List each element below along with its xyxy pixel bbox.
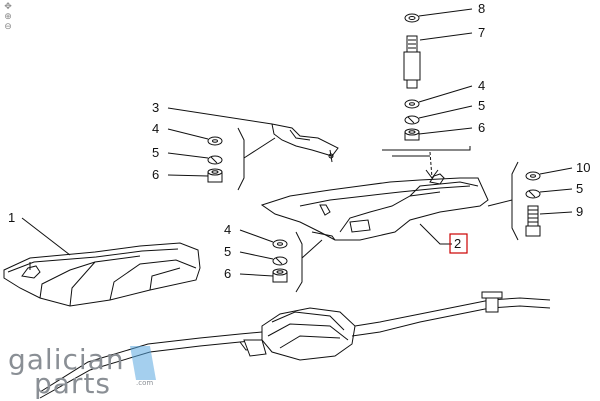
- nut-part-6-left[interactable]: [207, 168, 223, 183]
- lock-washer-part-5-top[interactable]: [404, 115, 420, 125]
- callout-7[interactable]: 7: [478, 25, 485, 40]
- lock-washer-part-5-right[interactable]: [525, 189, 541, 199]
- callout-5-left[interactable]: 5: [152, 145, 159, 160]
- callout-1[interactable]: 1: [8, 210, 15, 225]
- bolt-part-9[interactable]: [525, 205, 541, 237]
- washer-part-4-top[interactable]: [404, 99, 420, 109]
- part-2-highlight-box: [449, 233, 468, 254]
- lock-washer-part-5-left[interactable]: [207, 155, 223, 165]
- nut-part-6-top[interactable]: [404, 128, 420, 141]
- bracket-part-3[interactable]: [271, 123, 339, 163]
- zoom-out-icon[interactable]: ⊖: [4, 22, 12, 32]
- callout-5-right[interactable]: 5: [576, 181, 583, 196]
- nut-part-8-top[interactable]: [404, 13, 420, 23]
- logo-accent-shape: [130, 346, 156, 380]
- callout-8[interactable]: 8: [478, 1, 485, 16]
- heat-shield-part-1[interactable]: [3, 242, 201, 307]
- callout-5-low[interactable]: 5: [224, 244, 231, 259]
- site-logo[interactable]: galician parts .com: [8, 343, 178, 400]
- washer-part-4-left[interactable]: [207, 136, 223, 146]
- lock-washer-part-5-low[interactable]: [272, 256, 288, 266]
- callout-4-left[interactable]: 4: [152, 121, 159, 136]
- callout-6-top[interactable]: 6: [478, 120, 485, 135]
- nut-part-6-low[interactable]: [272, 268, 288, 283]
- callout-10[interactable]: 10: [576, 160, 590, 175]
- callout-5-top[interactable]: 5: [478, 98, 485, 113]
- zoom-toolbar: ✥ ⊕ ⊖: [2, 2, 14, 32]
- tunnel-shield-part-2[interactable]: [260, 173, 489, 241]
- callout-4-top[interactable]: 4: [478, 78, 485, 93]
- washer-part-10[interactable]: [525, 171, 541, 181]
- washer-part-4-low[interactable]: [272, 239, 288, 249]
- callout-6-low[interactable]: 6: [224, 266, 231, 281]
- move-icon[interactable]: ✥: [4, 2, 12, 12]
- spacer-part-7[interactable]: [403, 35, 421, 89]
- logo-text-line2: parts: [34, 367, 112, 400]
- callout-4-low[interactable]: 4: [224, 222, 231, 237]
- logo-text-line1: galician: [8, 343, 125, 376]
- callout-6-left[interactable]: 6: [152, 167, 159, 182]
- logo-suffix: .com: [136, 379, 154, 387]
- exhaust-pipe: [39, 291, 551, 399]
- callout-3[interactable]: 3: [152, 100, 159, 115]
- zoom-in-icon[interactable]: ⊕: [4, 12, 12, 22]
- callout-2[interactable]: 2: [454, 236, 461, 251]
- callout-9[interactable]: 9: [576, 204, 583, 219]
